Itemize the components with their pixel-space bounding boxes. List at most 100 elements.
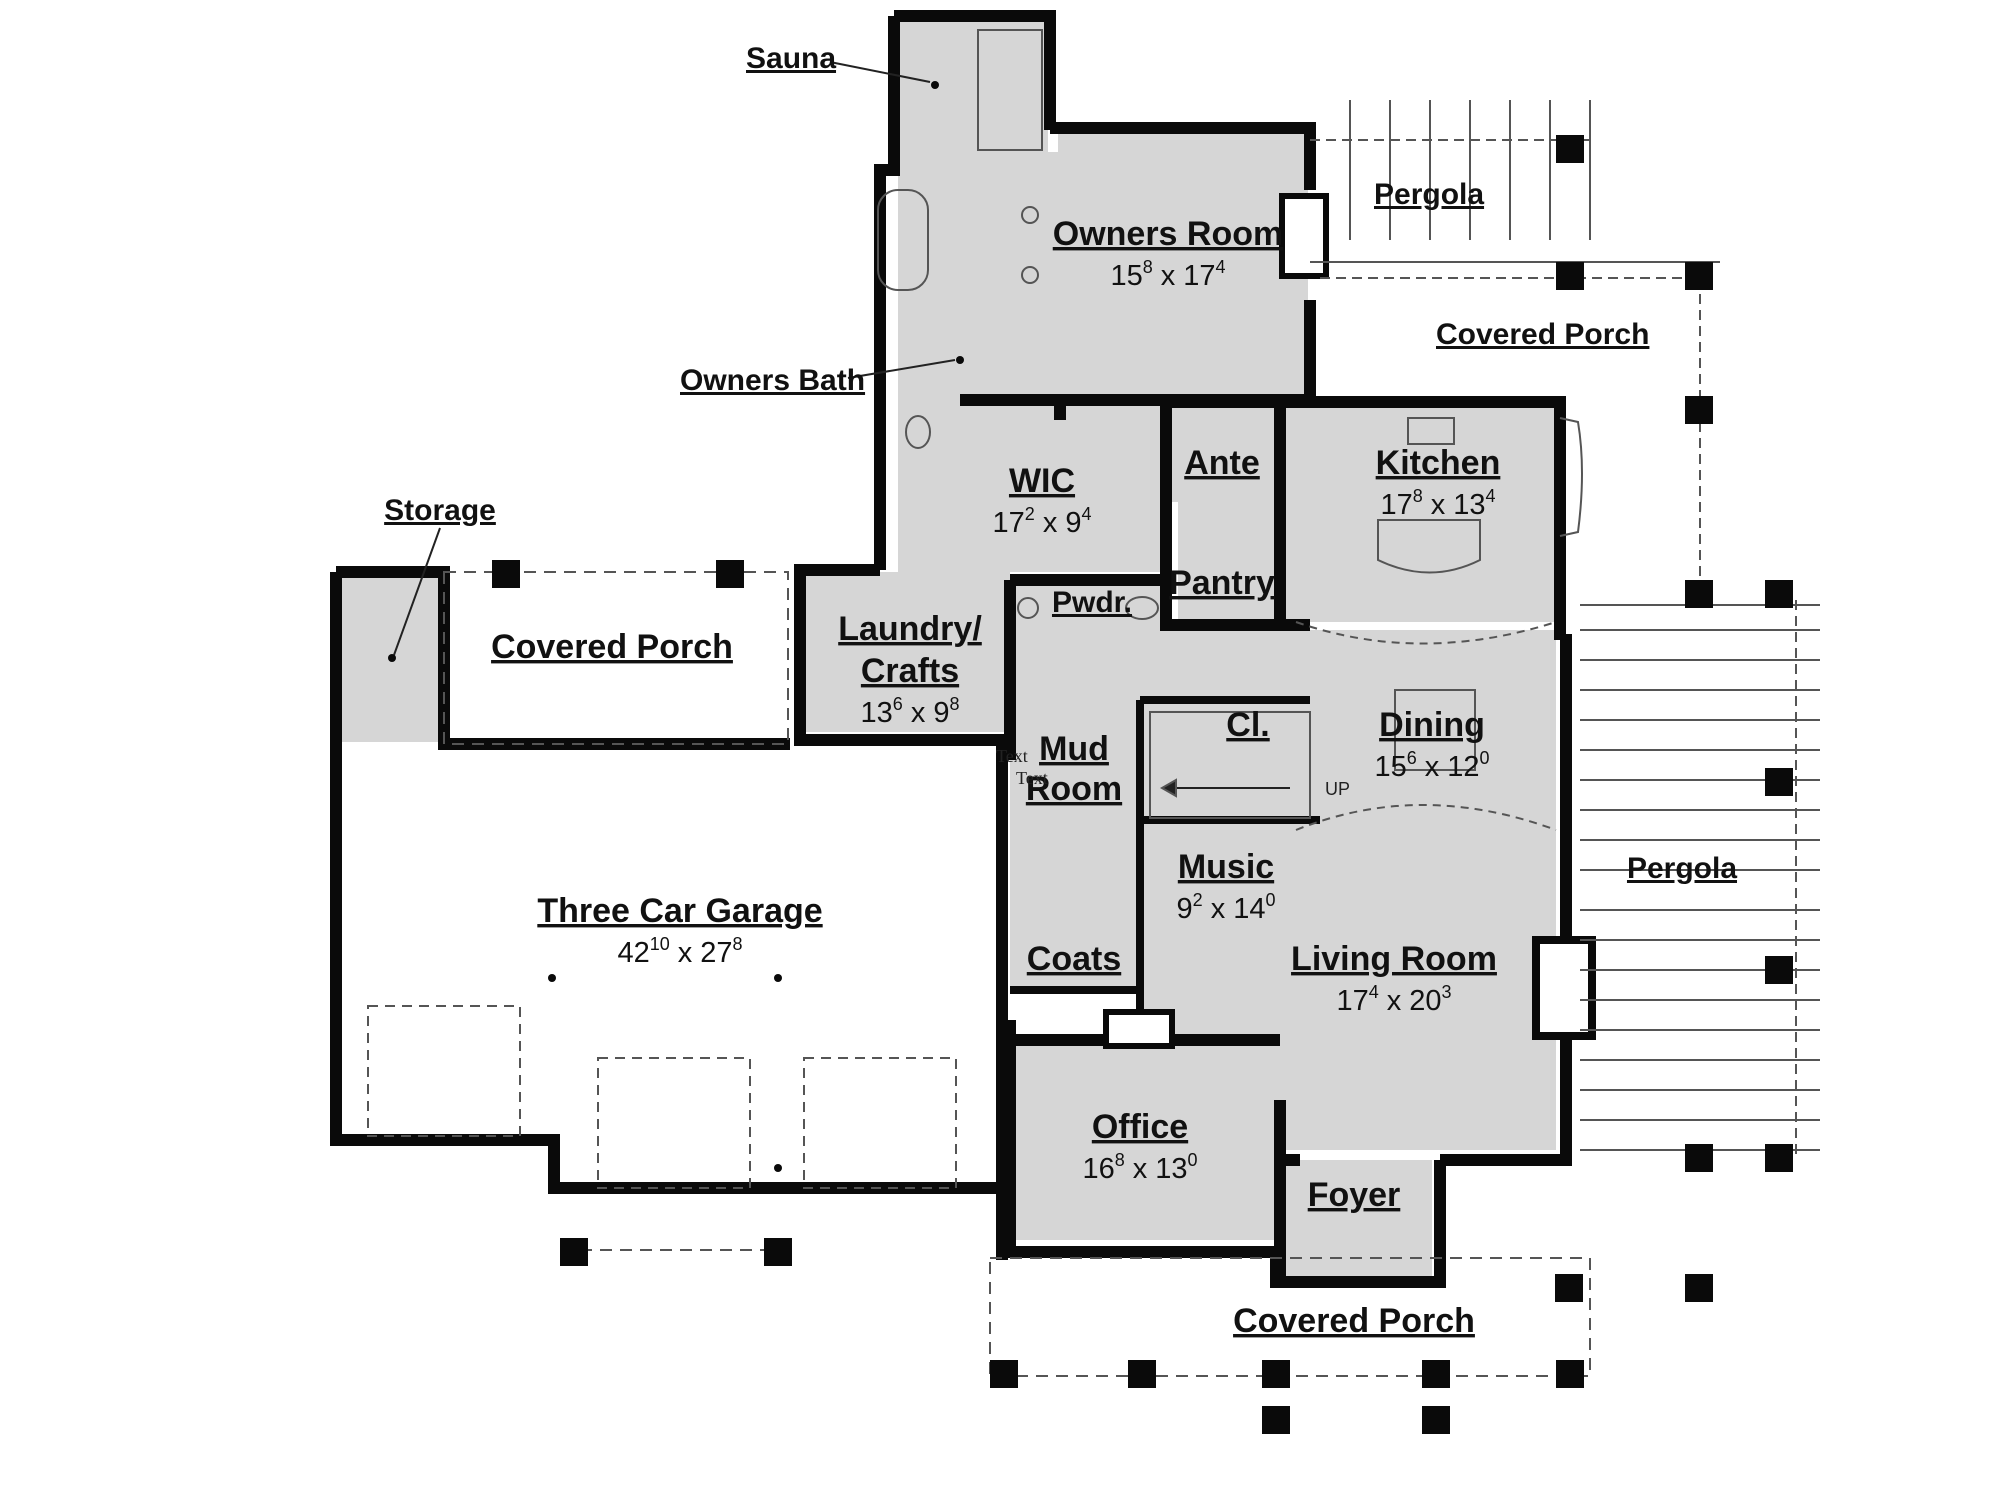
label-wic: WIC	[1009, 462, 1075, 500]
front-porch-outline	[989, 1257, 1591, 1377]
post	[1556, 135, 1584, 163]
label-laundry: Laundry/	[838, 610, 982, 648]
wic-area	[898, 402, 1168, 572]
wall	[874, 16, 900, 570]
fireplace-office	[1103, 1009, 1175, 1049]
fireplace-living	[1532, 936, 1596, 1040]
laundry-area	[798, 572, 1010, 732]
post	[764, 1238, 792, 1266]
room-fills	[340, 22, 1556, 1280]
label-pwdr: Pwdr.	[1052, 586, 1132, 619]
label-covered-porch-left: Covered Porch	[491, 628, 733, 666]
bathtub	[877, 189, 929, 291]
ceiling-point	[548, 974, 556, 982]
post	[1262, 1406, 1290, 1434]
wall	[1160, 396, 1566, 640]
dining-arc	[1295, 621, 1557, 645]
pergola-top-slats	[1310, 100, 1720, 590]
post	[1685, 1144, 1713, 1172]
label-sauna: Sauna	[746, 42, 836, 75]
post	[1765, 580, 1793, 608]
range	[1407, 417, 1455, 445]
wall	[1160, 402, 1280, 631]
ceiling-point	[956, 356, 964, 364]
sink	[1017, 597, 1039, 619]
label-crafts: Crafts	[861, 652, 959, 690]
toilet	[1125, 596, 1159, 620]
wall	[1050, 122, 1316, 190]
porch-outline	[443, 571, 789, 745]
ceiling-point	[774, 974, 782, 982]
garage-bay	[597, 1057, 751, 1189]
leader-owners-bath	[847, 359, 956, 379]
kitchen-area	[1278, 402, 1556, 622]
post	[1556, 1360, 1584, 1388]
label-stair-up: UP	[1325, 779, 1350, 799]
label-covered-porch-right: Covered Porch	[1436, 318, 1649, 351]
label-covered-porch-front: Covered Porch	[1233, 1302, 1475, 1340]
bay-window	[1559, 417, 1583, 537]
post	[1765, 1144, 1793, 1172]
wall	[1440, 634, 1572, 1166]
pantry-area	[1178, 502, 1278, 622]
label-owners-bath: Owners Bath	[680, 364, 865, 397]
label-closet: Cl.	[1226, 706, 1269, 744]
owners-room-area	[1058, 132, 1308, 402]
label-office: Office	[1092, 1108, 1188, 1146]
label-music: Music	[1178, 848, 1274, 886]
stray-text-2: Text	[1016, 768, 1048, 788]
wall	[794, 564, 1010, 746]
label-ante: Ante	[1184, 444, 1260, 482]
post	[492, 560, 520, 588]
post	[1422, 1406, 1450, 1434]
dining-table	[1394, 689, 1476, 771]
label-pergola-top: Pergola	[1374, 178, 1484, 211]
stair	[1149, 711, 1311, 819]
post	[1765, 768, 1793, 796]
label-mud: Mud	[1039, 730, 1109, 768]
post	[1262, 1360, 1290, 1388]
garage-bay	[803, 1057, 957, 1189]
office-area	[1012, 1040, 1280, 1240]
label-coats: Coats	[1027, 940, 1121, 978]
post	[1765, 956, 1793, 984]
post	[1422, 1360, 1450, 1388]
mud-room-area	[1010, 630, 1140, 990]
garage-bay	[367, 1005, 521, 1137]
post	[1555, 1274, 1583, 1302]
leader-sauna	[829, 61, 931, 83]
stray-text-1: Text	[996, 746, 1028, 766]
sink	[1021, 266, 1039, 284]
post	[1556, 262, 1584, 290]
label-kitchen: Kitchen	[1376, 444, 1501, 482]
ante-area	[1168, 402, 1278, 502]
leader-storage	[393, 527, 441, 656]
sauna-area	[898, 22, 1048, 152]
label-foyer: Foyer	[1308, 1176, 1401, 1214]
ceiling-point	[931, 81, 939, 89]
toilet	[905, 415, 931, 449]
label-dining: Dining	[1379, 706, 1485, 744]
label-pantry: Pantry	[1169, 564, 1275, 602]
post	[1685, 396, 1713, 424]
post	[1685, 580, 1713, 608]
stair-arrow-head	[1159, 778, 1177, 798]
post	[1128, 1360, 1156, 1388]
shower	[977, 29, 1043, 151]
kitchen-island	[1377, 519, 1481, 574]
ceiling-point	[774, 1164, 782, 1172]
post	[990, 1360, 1018, 1388]
sink	[1021, 206, 1039, 224]
post	[1685, 262, 1713, 290]
